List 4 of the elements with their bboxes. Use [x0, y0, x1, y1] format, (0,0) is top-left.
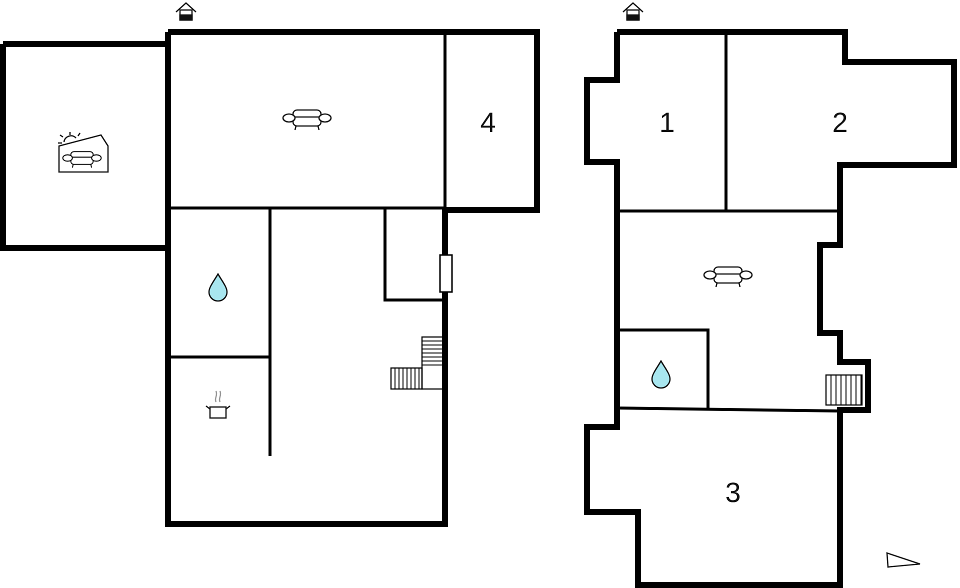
room-number: 4: [480, 109, 496, 137]
room-number: 1: [659, 109, 675, 137]
room-number: 3: [725, 479, 741, 507]
room-number: 2: [832, 109, 848, 137]
